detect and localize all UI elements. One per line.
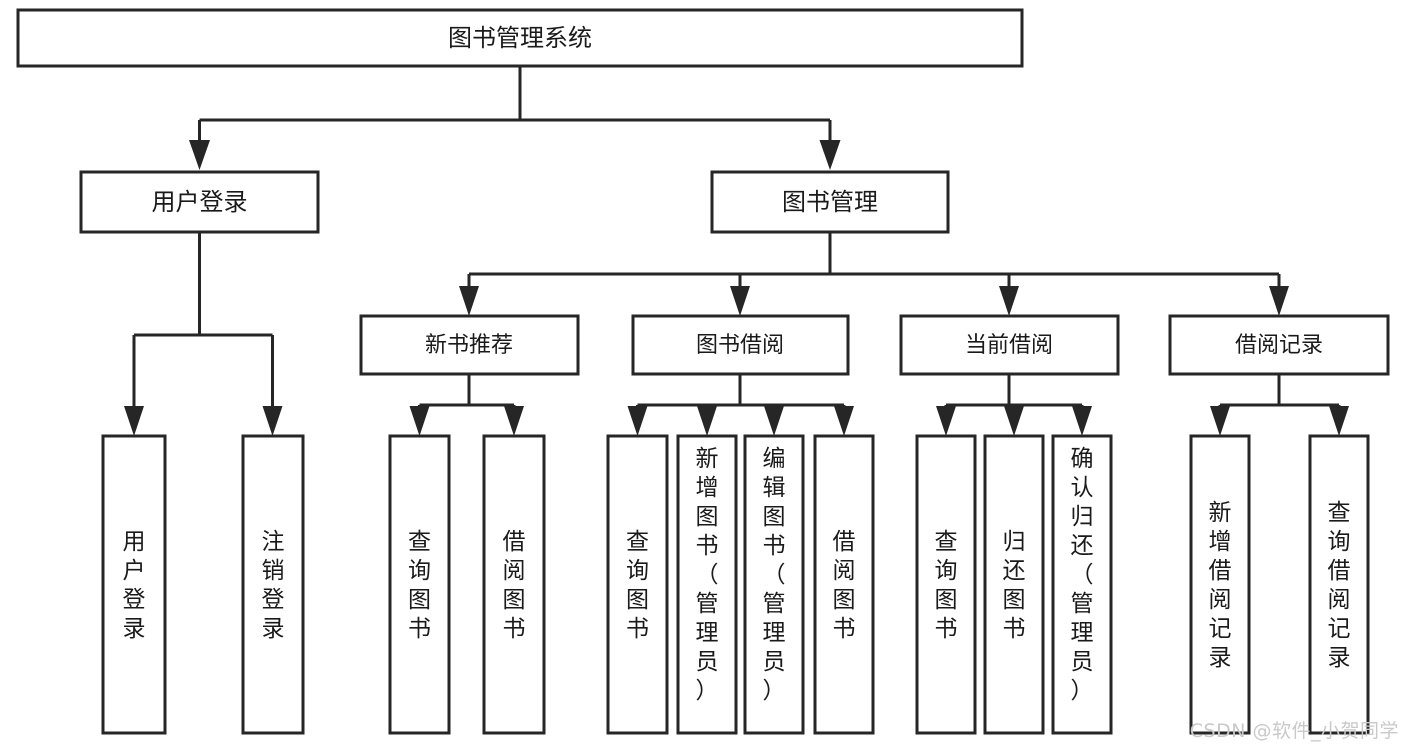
node-new-book-rec-label: 新书推荐 <box>425 333 513 358</box>
leaf-node-label: 新增借阅记录 <box>1209 500 1232 671</box>
leaf-node-box[interactable] <box>241 434 305 735</box>
leaf-node-leaf-borrow-add-book[interactable]: 新增图书（管理员） <box>676 434 738 735</box>
leaf-node-label: 确认归还（管理员） <box>1071 446 1094 704</box>
arrowhead-leaf-user-logout <box>262 406 283 436</box>
leaf-node-label: 查询图书 <box>626 529 649 642</box>
csdn-watermark: CSDN @软件_小贺同学 <box>1189 720 1399 742</box>
node-user-login-label: 用户登录 <box>152 188 248 216</box>
node-new-book-rec-box[interactable] <box>359 314 580 376</box>
leaf-node-box[interactable] <box>813 434 875 735</box>
arrowhead-leaf-user-login <box>124 406 144 436</box>
leaf-node-leaf-cur-confirm-return[interactable]: 确认归还（管理员） <box>1051 434 1113 735</box>
node-current-borrow-label: 当前借阅 <box>965 333 1053 358</box>
leaf-node-box[interactable] <box>676 434 738 735</box>
arrowhead-leaf-rec-query-record <box>1329 406 1349 436</box>
node-borrow-record-box[interactable] <box>1168 314 1390 376</box>
leaf-node-leaf-cur-query-book[interactable]: 查询图书 <box>915 434 977 735</box>
leaf-node-label: 新增图书（管理员） <box>696 446 719 704</box>
node-book-borrow-label: 图书借阅 <box>696 333 784 358</box>
arrowhead-current-borrow <box>999 286 1019 316</box>
node-book-borrow-box[interactable] <box>631 314 850 376</box>
arrowhead-user-login <box>189 140 210 170</box>
arrowhead-leaf-cur-confirm-return <box>1072 406 1092 436</box>
arrowhead-leaf-borrow-query-book <box>627 406 648 436</box>
arrowhead-book-manage <box>819 140 841 170</box>
leaf-node-leaf-cur-return-book[interactable]: 归还图书 <box>983 434 1045 735</box>
node-user-login[interactable]: 用户登录 <box>79 170 320 234</box>
leaf-node-label: 归还图书 <box>1003 529 1026 642</box>
arrowhead-leaf-borrow-edit-book <box>764 406 784 436</box>
node-user-login-box[interactable] <box>79 170 320 234</box>
node-current-borrow-box[interactable] <box>899 314 1120 376</box>
node-book-manage[interactable]: 图书管理 <box>710 170 950 234</box>
leaf-node-box[interactable] <box>743 434 805 735</box>
leaf-node-label: 借阅图书 <box>503 529 526 642</box>
leaf-node-box[interactable] <box>1051 434 1113 735</box>
node-book-manage-label: 图书管理 <box>782 188 878 216</box>
leaf-node-label: 借阅图书 <box>833 529 856 642</box>
node-current-borrow[interactable]: 当前借阅 <box>899 314 1120 376</box>
leaf-node-leaf-user-login[interactable]: 用户登录 <box>101 434 167 735</box>
edges-layer <box>124 66 1349 436</box>
leaf-node-leaf-rec-query-record[interactable]: 查询借阅记录 <box>1308 434 1370 735</box>
leaf-node-box[interactable] <box>101 434 167 735</box>
leaf-node-box[interactable] <box>1308 434 1370 735</box>
leaf-node-leaf-rec-query-book[interactable]: 查询图书 <box>388 434 451 735</box>
leaf-node-label: 查询借阅记录 <box>1328 500 1351 671</box>
arrowhead-borrow-record <box>1269 286 1289 316</box>
node-borrow-record-label: 借阅记录 <box>1235 333 1323 358</box>
leaf-node-box[interactable] <box>482 434 546 735</box>
node-root-box[interactable] <box>16 8 1024 68</box>
leaf-node-label: 查询图书 <box>408 529 431 642</box>
arrowhead-leaf-cur-return-book <box>1004 406 1024 436</box>
node-borrow-record[interactable]: 借阅记录 <box>1168 314 1390 376</box>
leaf-node-leaf-borrow-query-book[interactable]: 查询图书 <box>606 434 669 735</box>
leaf-node-leaf-borrow-edit-book[interactable]: 编辑图书（管理员） <box>743 434 805 735</box>
arrowhead-leaf-borrow-borrow-book <box>834 406 854 436</box>
leaf-node-box[interactable] <box>388 434 451 735</box>
leaf-node-box[interactable] <box>915 434 977 735</box>
arrowhead-leaf-rec-add-record <box>1210 406 1230 436</box>
leaf-node-leaf-rec-borrow-book[interactable]: 借阅图书 <box>482 434 546 735</box>
node-root-label: 图书管理系统 <box>448 24 592 52</box>
leaf-node-leaf-rec-add-record[interactable]: 新增借阅记录 <box>1189 434 1251 735</box>
leaf-node-leaf-user-logout[interactable]: 注销登录 <box>241 434 305 735</box>
leaf-node-box[interactable] <box>983 434 1045 735</box>
leaf-node-label: 查询图书 <box>935 529 958 642</box>
leaf-node-label: 编辑图书（管理员） <box>763 446 786 704</box>
node-book-manage-box[interactable] <box>710 170 950 234</box>
leaf-node-box[interactable] <box>1189 434 1251 735</box>
leaf-node-label: 注销登录 <box>262 529 285 642</box>
leaf-node-box[interactable] <box>606 434 669 735</box>
node-book-borrow[interactable]: 图书借阅 <box>631 314 850 376</box>
arrowhead-leaf-rec-borrow-book <box>504 406 524 436</box>
arrowhead-leaf-borrow-add-book <box>697 406 717 436</box>
nodes-layer: 图书管理系统 用户登录 图书管理 新书推荐 图书借阅 当前 <box>16 8 1390 735</box>
leaf-node-leaf-borrow-borrow-book[interactable]: 借阅图书 <box>813 434 875 735</box>
arrowhead-leaf-rec-query-book <box>409 406 430 436</box>
arrowhead-new-book-rec <box>459 286 479 316</box>
node-root[interactable]: 图书管理系统 <box>16 8 1024 68</box>
arrowhead-leaf-cur-query-book <box>936 406 956 436</box>
leaf-nodes-group: 用户登录 注销登录 查询图书 借阅图书 查询图书 新增图书（管理员） 编辑图书（管理员） 借阅… <box>101 434 1370 735</box>
leaf-node-label: 用户登录 <box>123 529 146 642</box>
arrowhead-book-borrow <box>730 286 750 316</box>
node-new-book-rec[interactable]: 新书推荐 <box>359 314 580 376</box>
